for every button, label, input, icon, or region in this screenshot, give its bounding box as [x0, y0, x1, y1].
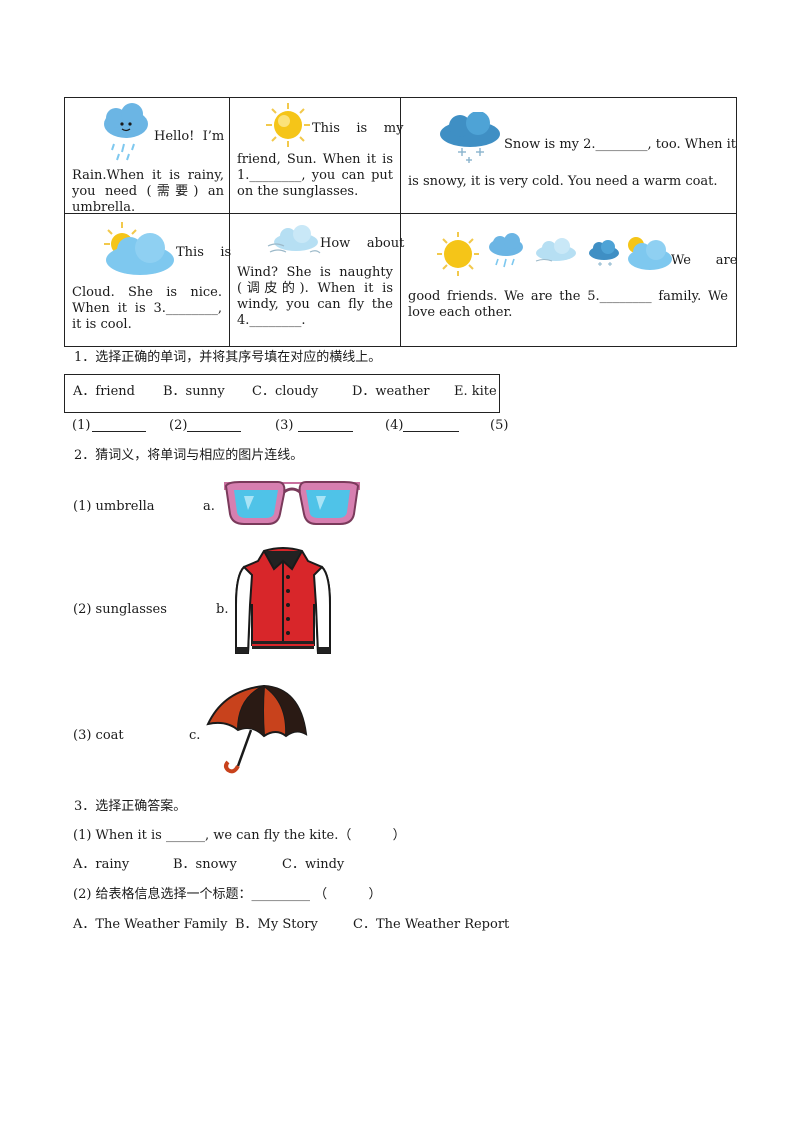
snow-cloud-icon — [440, 112, 500, 163]
q1-option-a: A．friend — [73, 384, 135, 399]
q3-sub1-option-c[interactable]: C．windy — [282, 857, 345, 872]
snow-cell-line1: Snow is my 2.________, too. When it — [504, 137, 737, 152]
sun-behind-cloud-icon — [104, 222, 174, 275]
q1-answer-2-blank[interactable] — [187, 431, 241, 432]
q3-sub2: (2) 给表格信息选择一个标题：_________ （ ） — [73, 887, 382, 902]
q1-option-c: C．cloudy — [252, 384, 319, 399]
family-cell-text: good friends. We are the 5.________ fami… — [408, 289, 728, 320]
wind-cell-text: Wind? She is naughty (调皮的). When it is w… — [237, 265, 393, 328]
wind-cell-line1: How about — [320, 236, 405, 251]
q2-word-coat[interactable]: (3) coat — [73, 728, 124, 743]
q1-answer-3-blank[interactable] — [298, 431, 353, 432]
wind-cloud-icon — [267, 225, 321, 254]
q3-sub2-option-a[interactable]: A．The Weather Family — [73, 917, 228, 932]
sunglasses-image[interactable] — [220, 474, 364, 530]
rain-cloud-icon — [104, 103, 148, 161]
rain-cell-text: Rain.When it is rainy, you need (需要) an … — [72, 168, 224, 215]
q3-sub1-option-a[interactable]: A．rainy — [73, 857, 130, 872]
q2-title: 2．猜词义，将单词与相应的图片连线。 — [74, 448, 304, 463]
q1-answer-1-blank[interactable] — [92, 431, 146, 432]
rain-cell-line1: Hello! I’m — [154, 129, 225, 144]
q1-title: 1．选择正确的单词，并将其序号填在对应的横线上。 — [74, 350, 382, 365]
q2-letter-b: b. — [216, 602, 229, 617]
umbrella-image[interactable] — [204, 684, 308, 776]
q1-option-d: D．weather — [352, 384, 430, 399]
q1-answer-4-blank[interactable] — [403, 431, 459, 432]
cloud-cell-line1: This is — [176, 245, 232, 260]
q3-sub1: (1) When it is ______, we can fly the ki… — [73, 828, 406, 843]
q1-answer-4-label: (4) — [385, 418, 404, 433]
q3-title: 3．选择正确答案。 — [74, 799, 187, 814]
q3-sub2-option-b[interactable]: B．My Story — [235, 917, 318, 932]
q1-answer-3-label: (3) — [275, 418, 294, 433]
q3-sub1-option-b[interactable]: B．snowy — [173, 857, 237, 872]
q1-answer-2-label: (2) — [169, 418, 188, 433]
sun-cell-line1: This is my — [312, 121, 404, 136]
family-cell-line1: We are — [671, 253, 738, 268]
q2-letter-c: c. — [189, 728, 201, 743]
q1-answer-1-label: (1) — [72, 418, 91, 433]
cloud-cell-text: Cloud. She is nice. When it is 3._______… — [72, 285, 222, 332]
jacket-image[interactable] — [234, 545, 332, 661]
q1-option-e: E. kite — [454, 384, 497, 399]
sun-cell-text: friend, Sun. When it is 1.________, you … — [237, 152, 393, 199]
snow-cell-text: is snowy, it is very cold. You need a wa… — [408, 174, 718, 189]
q1-word-box — [64, 374, 500, 413]
q2-word-sunglasses[interactable]: (2) sunglasses — [73, 602, 167, 617]
q1-answer-5-label: (5) — [490, 418, 509, 433]
q2-letter-a: a. — [203, 499, 215, 514]
q1-option-b: B．sunny — [163, 384, 225, 399]
sun-icon — [266, 103, 310, 147]
weather-family-icon — [437, 232, 672, 276]
q2-word-umbrella[interactable]: (1) umbrella — [73, 499, 155, 514]
q3-sub2-option-c[interactable]: C．The Weather Report — [353, 917, 510, 932]
